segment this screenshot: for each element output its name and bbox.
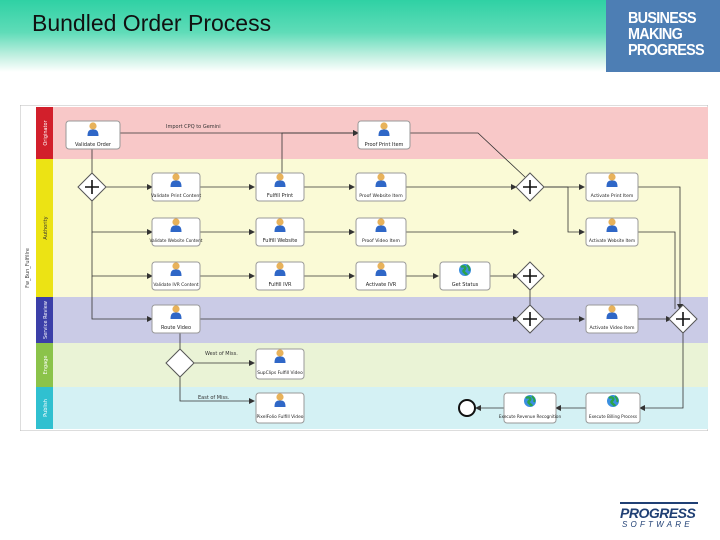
task-validate-website[interactable]: Validate Website Content xyxy=(150,217,203,247)
sequence-flows xyxy=(91,130,684,411)
lane-label-publish: Publish xyxy=(43,399,49,417)
gateway-region xyxy=(165,348,195,378)
task-label: Validate Print Content xyxy=(151,193,201,199)
task-label: Proof Website Item xyxy=(359,193,403,199)
task-route-video[interactable]: Route Video xyxy=(151,304,201,334)
lane-tab-engage xyxy=(36,343,53,387)
task-label: Activate Print Item xyxy=(591,193,634,199)
task-label: Validate IVR Content xyxy=(153,282,199,288)
task-label: PixelFolio Fulfill Video xyxy=(257,414,304,420)
process-diagram: Originator Authority Service Review Enga… xyxy=(20,105,708,431)
task-label: Validate Website Content xyxy=(150,238,203,243)
slide-header xyxy=(0,0,720,72)
gateway-join-video xyxy=(515,304,545,334)
task-label: Proof Print Item xyxy=(365,142,404,148)
gateway-final-join xyxy=(668,304,698,334)
task-label: Fulfill IVR xyxy=(268,282,292,288)
brand-line-2: MAKING xyxy=(628,26,683,43)
task-label: Route Video xyxy=(161,325,191,331)
lane-engage xyxy=(36,343,708,387)
lane-tab-originator xyxy=(36,107,53,159)
slide-title: Bundled Order Process xyxy=(32,10,272,36)
task-activate-ivr[interactable]: Activate IVR xyxy=(355,261,407,291)
task-label: Activate Website Item xyxy=(589,238,635,243)
lane-tab-publish xyxy=(36,387,53,429)
task-label: Get Status xyxy=(452,282,479,288)
brand-logo: BUSINESS MAKING PROGRESS xyxy=(606,0,720,72)
task-proof-video[interactable]: Proof Video Item xyxy=(355,217,407,247)
pool-label: Fw_Bun_Fulfillre xyxy=(25,248,31,288)
logo-bar xyxy=(620,502,698,504)
task-label: Activate IVR xyxy=(366,282,397,288)
task-validate-order[interactable]: Validate Order xyxy=(65,120,121,150)
flow-label-east: East of Miss. xyxy=(198,395,230,401)
task-proof-website-item[interactable]: Proof Website Item xyxy=(355,172,407,202)
gateway-split xyxy=(77,172,107,202)
lane-tab-authority xyxy=(36,159,53,297)
task-fulfill-print[interactable]: Fulfill Print xyxy=(255,172,305,202)
task-fulfill-ivr[interactable]: Fulfill IVR xyxy=(255,261,305,291)
task-validate-ivr[interactable]: Validate IVR Content xyxy=(151,261,201,291)
task-validate-print[interactable]: Validate Print Content xyxy=(151,172,201,202)
flow-label-import-cpq: Import CPQ to Gemini xyxy=(166,124,221,130)
task-fulfill-website[interactable]: Fulfill Website xyxy=(255,217,305,247)
lane-label-originator: Originator xyxy=(43,119,49,145)
task-label: Fulfill Print xyxy=(267,193,293,199)
task-label: SupClips Fulfill Video xyxy=(257,370,303,376)
task-execute-billing-process[interactable]: Execute Billing Process xyxy=(585,392,641,424)
logo-subword: SOFTWARE xyxy=(622,520,693,529)
task-get-status[interactable]: Get Status xyxy=(439,261,491,291)
task-supclips-fulfill-video[interactable]: SupClips Fulfill Video xyxy=(255,348,305,380)
flow-label-west: West of Miss. xyxy=(205,351,238,357)
task-label: Activate Video Item xyxy=(589,325,635,331)
lane-label-engage: Engage xyxy=(43,356,49,375)
gateway-join-print xyxy=(515,172,545,202)
logo-word: PROGRESS xyxy=(620,505,696,521)
task-activate-video[interactable]: Activate Video Item xyxy=(585,304,639,334)
end-event xyxy=(458,399,476,417)
task-activate-print[interactable]: Activate Print Item xyxy=(585,172,639,202)
task-activate-website[interactable]: Activate Website Item xyxy=(585,217,639,247)
lane-tab-service-review xyxy=(36,297,53,343)
task-proof-print-item[interactable]: Proof Print Item xyxy=(357,120,411,150)
gateway-join-status xyxy=(515,261,545,291)
task-label: Proof Video Item xyxy=(362,238,400,244)
task-label: Execute Revenue Recognition xyxy=(499,414,562,419)
task-label: Fulfill Website xyxy=(263,238,298,244)
task-label: Validate Order xyxy=(75,142,112,148)
brand-line-3: PROGRESS xyxy=(628,42,705,59)
task-execute-revenue-recognition[interactable]: Execute Revenue Recognition xyxy=(499,392,562,424)
lane-label-service-review: Service Review xyxy=(43,301,49,339)
lane-label-authority: Authority xyxy=(43,216,49,239)
brand-line-1: BUSINESS xyxy=(628,10,697,27)
task-pixelfolio-fulfill-video[interactable]: PixelFolio Fulfill Video xyxy=(255,392,305,424)
task-label: Execute Billing Process xyxy=(589,414,637,419)
